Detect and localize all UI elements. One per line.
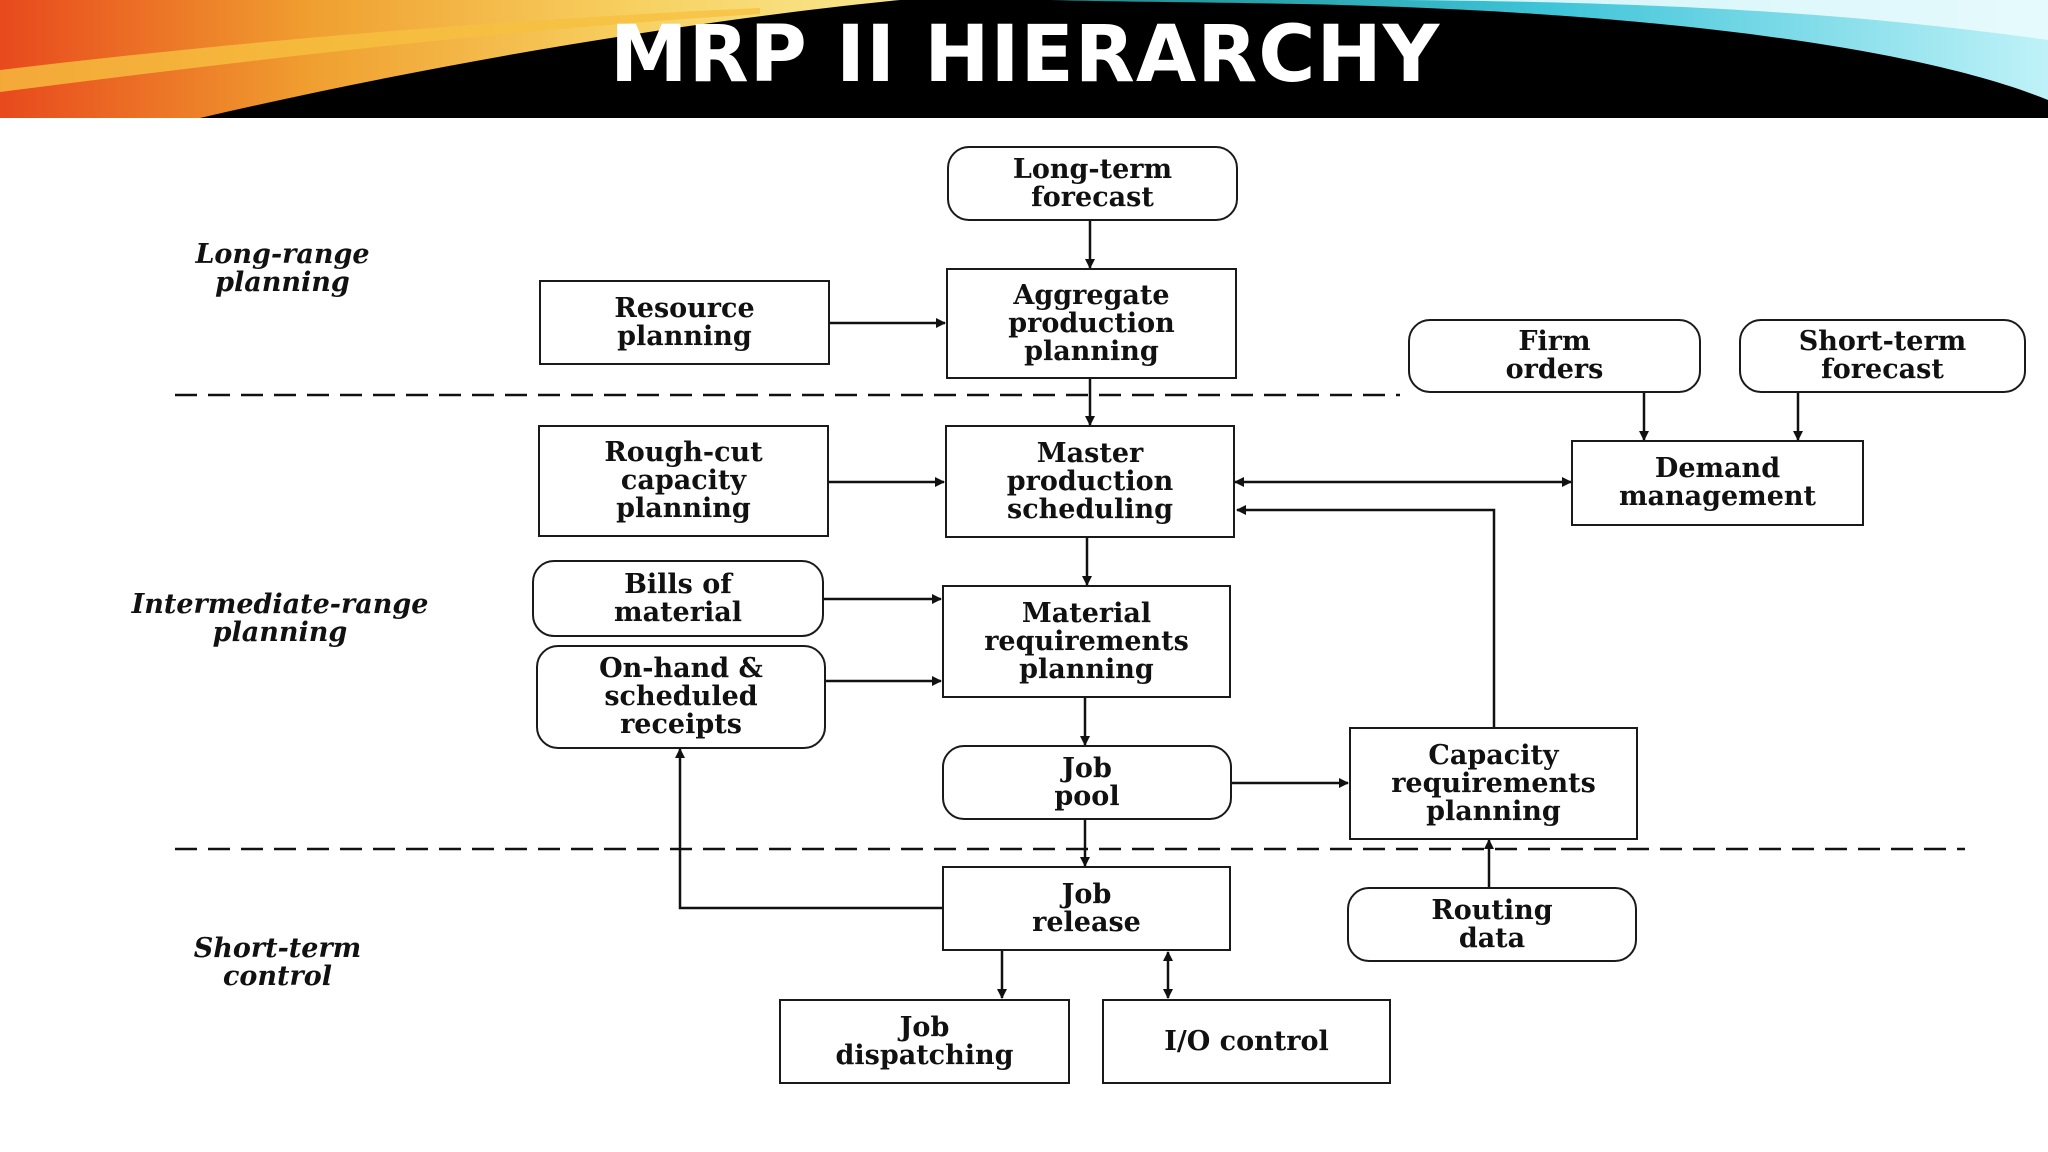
arrow-crp-to-master [1236,505,1496,728]
region-label-short-term: Short-term control [193,933,362,992]
node-demand-management: Demand management [1571,440,1864,526]
node-aggregate-production-planning: Aggregate production planning [946,268,1237,379]
node-bills-of-material: Bills of material [532,560,824,637]
node-firm-orders: Firm orders [1408,319,1701,393]
region-label-long-range: Long-range planning [195,239,370,298]
node-job-release: Job release [942,866,1231,951]
node-on-hand-scheduled-receipts: On-hand & scheduled receipts [536,645,826,749]
node-long-term-forecast: Long-term forecast [947,146,1238,221]
node-master-production-scheduling: Master production scheduling [945,425,1235,538]
title-bar-decoration [0,0,2048,118]
node-io-control: I/O control [1102,999,1391,1084]
node-capacity-requirements-planning: Capacity requirements planning [1349,727,1638,840]
node-resource-planning: Resource planning [539,280,830,365]
node-rough-cut-capacity-planning: Rough-cut capacity planning [538,425,829,537]
slide-title: MRP II HIERARCHY [610,10,1441,100]
node-job-dispatching: Job dispatching [779,999,1070,1084]
node-job-pool: Job pool [942,745,1232,820]
node-material-requirements-planning: Material requirements planning [942,585,1231,698]
node-routing-data: Routing data [1347,887,1637,962]
node-short-term-forecast: Short-term forecast [1739,319,2026,393]
region-label-intermediate-range: Intermediate-range planning [131,589,429,648]
arrow-release-to-onhand [675,748,943,910]
title-bar: MRP II HIERARCHY [0,0,2048,118]
